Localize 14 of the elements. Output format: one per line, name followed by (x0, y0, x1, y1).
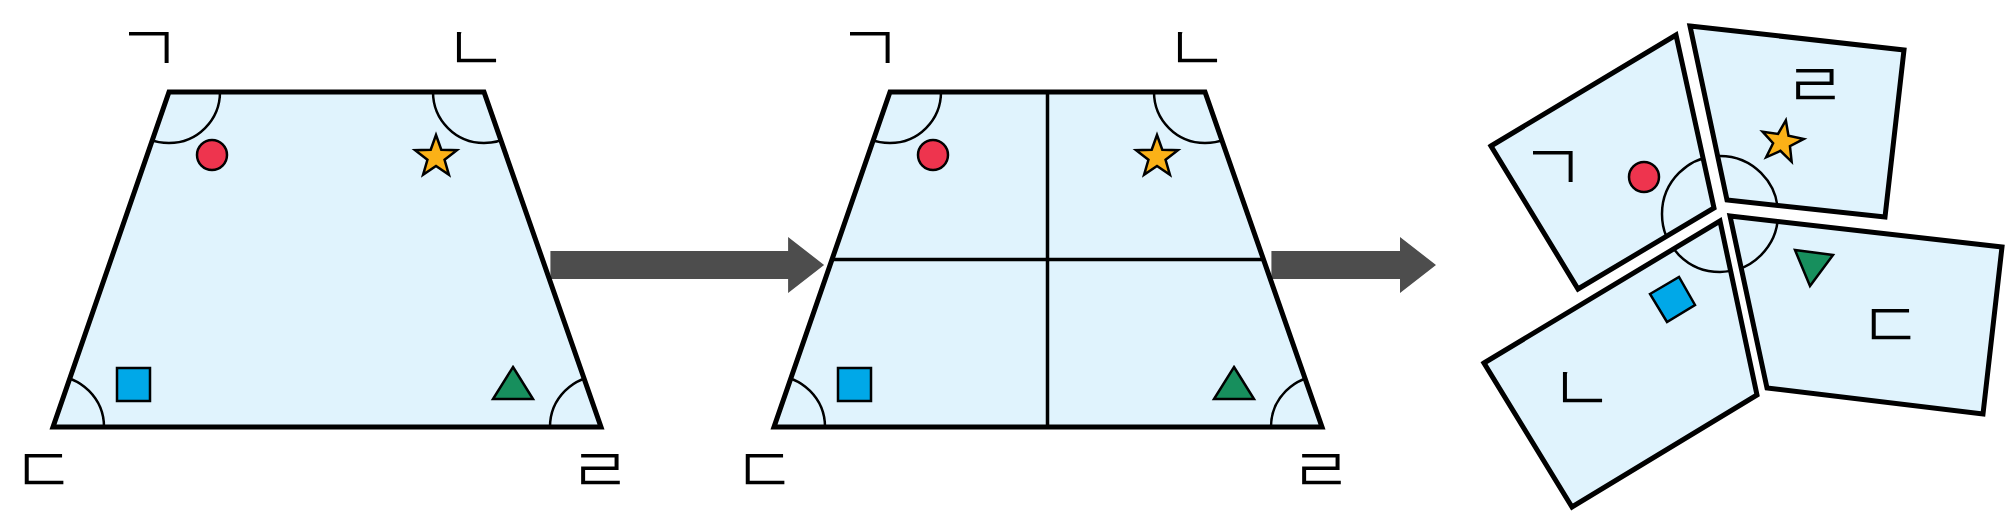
vertex-label: ㄴ (444, 16, 508, 80)
vertex-label: ㄹ (568, 438, 632, 502)
vertex-label: ㄱ (839, 16, 903, 80)
arrow (1271, 237, 1436, 293)
vertex-label: ㄷ (1860, 293, 1924, 357)
vertex-label: ㄹ (1289, 438, 1353, 502)
vertex-label: ㄱ (118, 16, 182, 80)
vertex-label: ㄴ (1550, 356, 1614, 420)
arrow (550, 237, 825, 293)
vertex-label: ㄱ (1522, 135, 1586, 199)
vertex-label: ㄴ (1165, 16, 1229, 80)
vertex-label: ㄷ (13, 438, 77, 502)
vertex-label: ㄹ (1783, 53, 1847, 117)
vertex-label: ㄷ (734, 438, 798, 502)
